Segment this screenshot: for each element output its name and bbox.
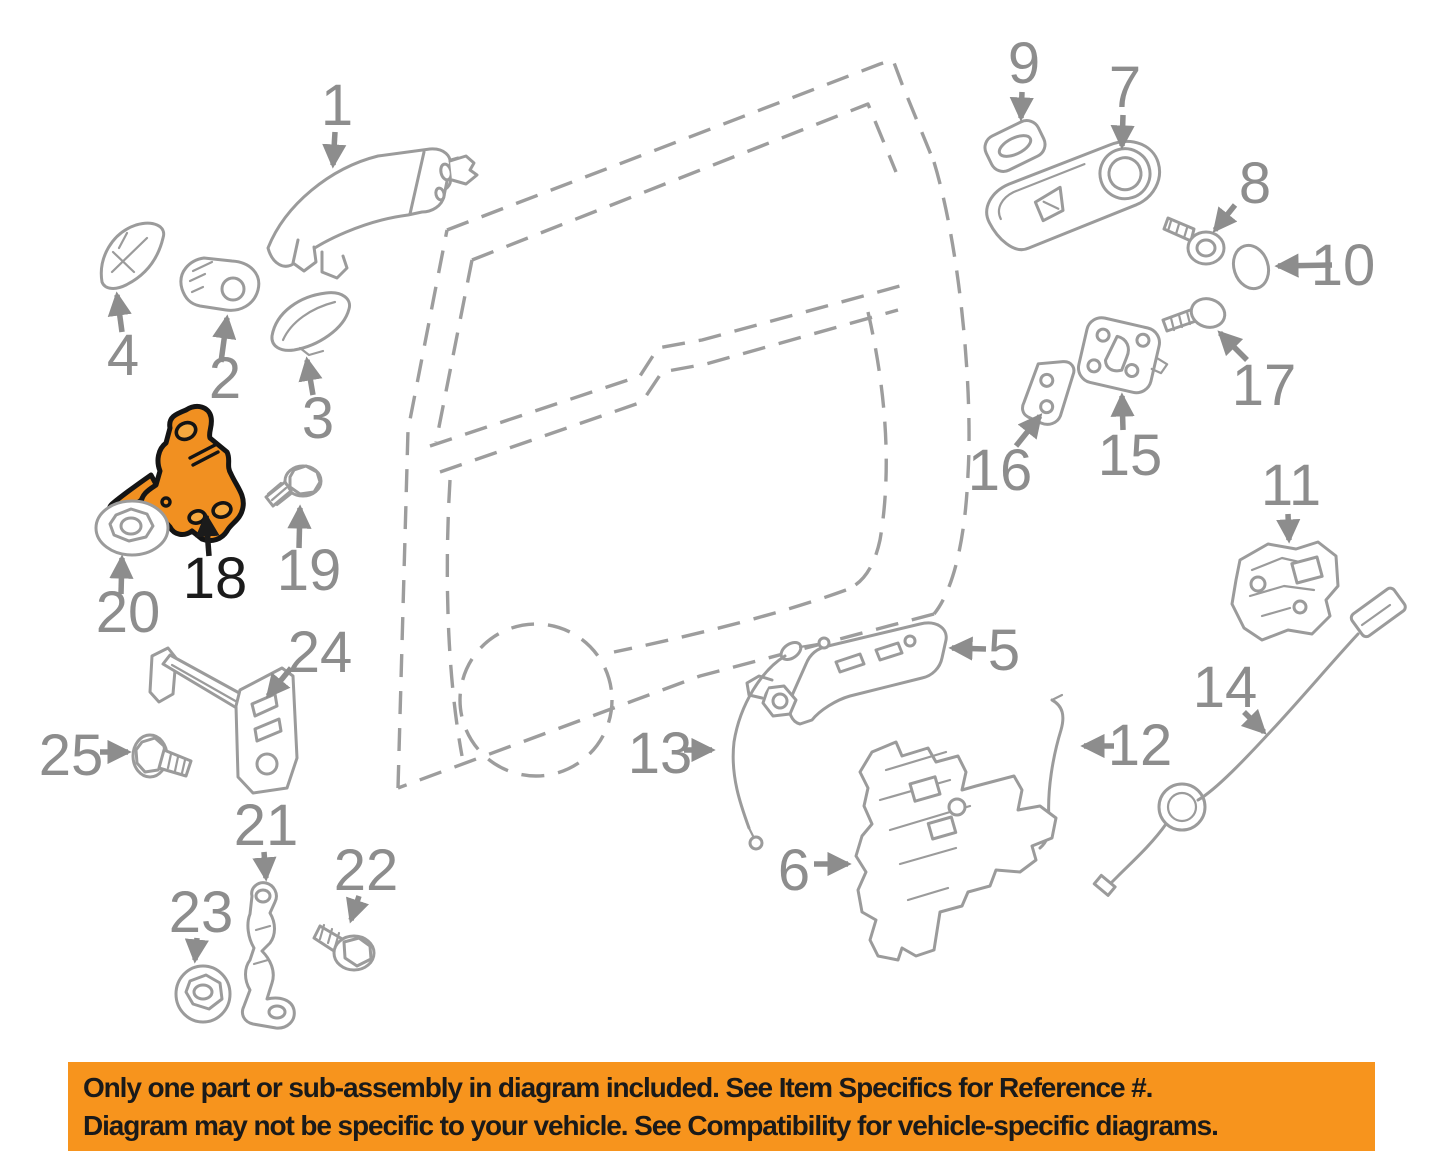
part-16-label: 16 xyxy=(968,438,1033,503)
part-9-clip-drawing xyxy=(983,119,1047,173)
part-24-label: 24 xyxy=(288,620,353,685)
part-5-label: 5 xyxy=(988,618,1020,683)
part-11-lock-actuator-drawing xyxy=(1230,540,1340,642)
part-16-shim-drawing xyxy=(1021,360,1076,426)
part-15-label: 15 xyxy=(1098,423,1163,488)
part-8-screw-drawing xyxy=(1162,216,1226,266)
part-13-label: 13 xyxy=(628,721,693,786)
disclaimer-banner: Only one part or sub-assembly in diagram… xyxy=(68,1062,1375,1151)
arrow-19 xyxy=(287,504,312,549)
disclaimer-line-2: Diagram may not be specific to your vehi… xyxy=(83,1110,1219,1141)
part-8-label: 8 xyxy=(1239,151,1271,216)
arrow-17 xyxy=(1217,330,1249,362)
part-6-lock-carrier-drawing xyxy=(854,740,1058,962)
part-10-label: 10 xyxy=(1311,233,1376,298)
arrow-18-highlight xyxy=(195,512,220,557)
arrow-2 xyxy=(212,314,237,363)
part-3-label: 3 xyxy=(302,386,334,451)
arrow-4 xyxy=(107,291,132,333)
part-3-handle-cover-drawing xyxy=(270,291,352,357)
part-10-cap-drawing xyxy=(1231,243,1271,291)
part-12-label: 12 xyxy=(1108,713,1173,778)
arrow-21 xyxy=(252,851,277,882)
part-23-label: 23 xyxy=(169,880,234,945)
part-19-bolt-drawing xyxy=(264,464,323,508)
part-18-label-highlighted: 18 xyxy=(183,546,248,611)
part-15-striker-drawing xyxy=(1076,316,1169,395)
door-outline-drawing xyxy=(396,58,971,790)
part-1-label: 1 xyxy=(321,73,353,138)
part-21-lower-hinge-drawing xyxy=(240,881,296,1030)
part-25-label: 25 xyxy=(39,723,104,788)
arrow-22 xyxy=(346,895,369,924)
arrow-10 xyxy=(1274,253,1333,278)
part-22-bolt-drawing xyxy=(312,923,376,972)
part-13-cable-drawing xyxy=(731,636,831,851)
arrow-23 xyxy=(184,937,209,964)
part-11-label: 11 xyxy=(1261,453,1321,518)
part-2-handle-bracket-drawing xyxy=(179,256,261,312)
arrow-24 xyxy=(265,666,294,699)
callout-arrows xyxy=(100,91,1333,964)
part-14-label: 14 xyxy=(1193,655,1258,720)
arrow-16 xyxy=(1013,413,1043,448)
part-4-end-cap-drawing xyxy=(99,221,166,290)
arrow-15 xyxy=(1110,392,1135,431)
arrow-1 xyxy=(322,131,347,169)
part-9-label: 9 xyxy=(1008,31,1040,96)
part-14-cable-drawing xyxy=(1092,586,1407,897)
part-24-door-check-drawing xyxy=(148,646,299,795)
arrow-20 xyxy=(109,554,134,595)
part-21-label: 21 xyxy=(234,793,299,858)
part-19-label: 19 xyxy=(277,538,342,603)
part-20-nut-drawing xyxy=(94,499,170,557)
part-7-bezel-drawing xyxy=(985,140,1161,252)
arrow-3 xyxy=(298,356,323,396)
part-23-nut-drawing xyxy=(174,964,232,1024)
disclaimer-line-1: Only one part or sub-assembly in diagram… xyxy=(83,1072,1153,1103)
arrow-9 xyxy=(1009,91,1034,122)
part-17-label: 17 xyxy=(1232,353,1297,418)
part-25-bolt-drawing xyxy=(131,733,193,779)
part-22-label: 22 xyxy=(334,838,399,903)
arrow-14 xyxy=(1240,708,1267,735)
part-4-label: 4 xyxy=(107,323,139,388)
arrow-5 xyxy=(948,636,987,661)
arrow-8 xyxy=(1212,203,1238,233)
part-2-label: 2 xyxy=(209,346,241,411)
part-1-exterior-handle-drawing xyxy=(266,147,479,280)
part-20-label: 20 xyxy=(96,580,161,645)
part-6-label: 6 xyxy=(778,838,810,903)
arrow-11 xyxy=(1276,513,1301,544)
part-17-screw-drawing xyxy=(1161,297,1227,333)
part-number-labels: 1 2 3 4 5 6 7 8 9 10 11 12 13 14 15 16 1… xyxy=(39,31,1376,945)
arrow-7 xyxy=(1110,114,1135,150)
part-7-label: 7 xyxy=(1109,55,1141,120)
